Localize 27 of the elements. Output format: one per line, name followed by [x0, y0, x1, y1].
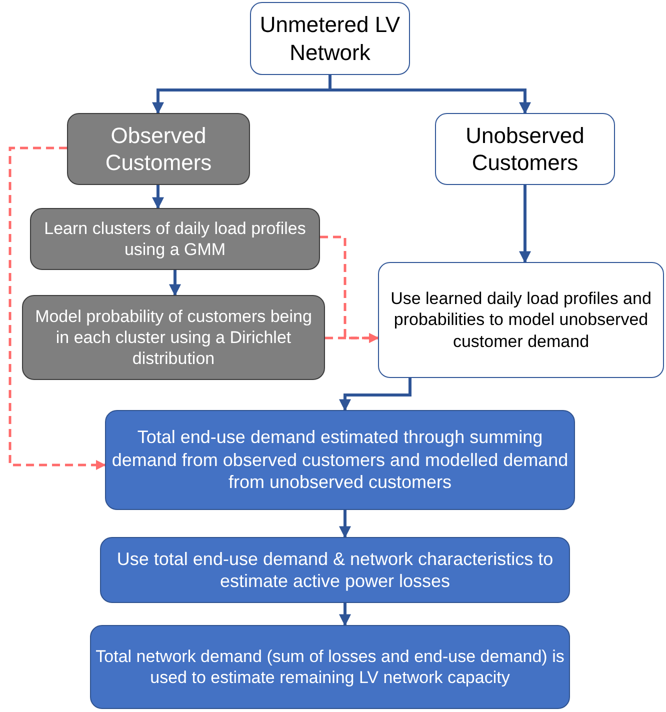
box-text: Model probability of customers being in each cluster using a Dirichlet distribution — [34, 306, 313, 370]
box-text: Total end-use demand estimated through summing demand from observed customers and modelled demand from unobserved customers — [110, 426, 570, 494]
dashed-arrow — [325, 333, 379, 343]
box-text: Unobserved Customers — [464, 122, 586, 176]
process-box — [67, 113, 250, 185]
box-text: Use learned daily load profiles and probabilities to model unobserved customer demand — [390, 288, 652, 352]
box-text: Observed Customers — [104, 122, 213, 176]
process-box — [250, 2, 410, 75]
process-box — [30, 208, 320, 270]
process-box — [100, 537, 570, 603]
process-box — [22, 295, 325, 380]
process-box — [90, 625, 570, 709]
arrow — [152, 185, 164, 210]
box-text: Use total end-use demand & network characteristics to estimate active power losses — [116, 548, 554, 592]
arrow — [519, 185, 531, 264]
box-text: Unmetered LV Network — [258, 11, 402, 66]
arrow — [328, 75, 531, 114]
arrow — [339, 510, 351, 538]
arrow — [339, 378, 412, 412]
process-box — [378, 262, 664, 378]
box-text: Total network demand (sum of losses and end-use demand) is used to estimate remaining LV network capacity — [95, 646, 565, 688]
box-text: Learn clusters of daily load profiles using a GMM — [43, 218, 307, 260]
arrow — [339, 603, 351, 626]
process-box — [435, 113, 615, 185]
process-box — [105, 410, 575, 510]
arrow — [169, 270, 181, 296]
dashed-arrow — [8, 146, 106, 470]
